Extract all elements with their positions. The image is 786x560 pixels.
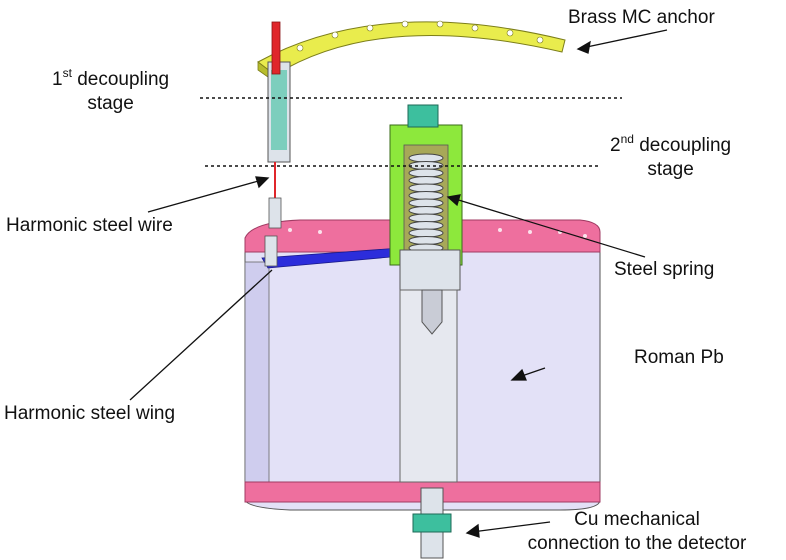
harmonic-steel-wire [268,162,282,229]
spring-coil [408,161,444,170]
brass-anchor-label: Brass MC anchor [568,7,715,28]
spring-coil [408,228,444,238]
cu-line1: Cu mechanical [574,509,700,530]
wire-label: Harmonic steel wire [6,215,173,236]
steel-spring [408,153,444,253]
first-stage-num: 1 [52,69,63,90]
cu-arrow [471,521,551,533]
spring-coil [408,213,444,223]
second-stage-sup: nd [620,132,634,146]
roman-pb-label: Roman Pb [634,347,724,368]
central-rod [399,249,461,483]
first-stage-rest: decoupling [71,69,170,90]
first-stage-label: 1st decoupling stage [52,66,170,116]
first-stage-column [267,21,291,163]
anchor-arrow [581,29,668,49]
second-stage-num: 2 [610,135,621,156]
spring-coil [408,221,444,230]
wing-arrow [129,269,273,401]
second-stage-rest: decoupling [633,135,732,156]
second-stage-label: 2nd decoupling stage [610,132,732,182]
spring-coil [408,183,444,193]
spring-coil [408,191,444,200]
wing-label: Harmonic steel wing [4,403,176,424]
spring-coil [408,198,444,208]
cu-label: Cu mechanical connection to the detector [492,508,782,556]
spring-arrow [451,197,646,258]
spring-label: Steel spring [614,259,715,280]
first-stage-sup: st [62,66,72,80]
first-stage-line2: stage [87,93,134,114]
spring-coil [408,153,444,163]
second-stage-line2: stage [647,159,694,180]
spring-coil [408,168,444,178]
spring-coil [408,206,444,215]
cu-connection [412,487,452,559]
spring-coil [408,236,444,245]
brass-mc-anchor [257,20,566,83]
spring-coil [408,176,444,185]
cu-line2: connection to the detector [527,533,747,554]
wire-arrow [147,179,263,213]
